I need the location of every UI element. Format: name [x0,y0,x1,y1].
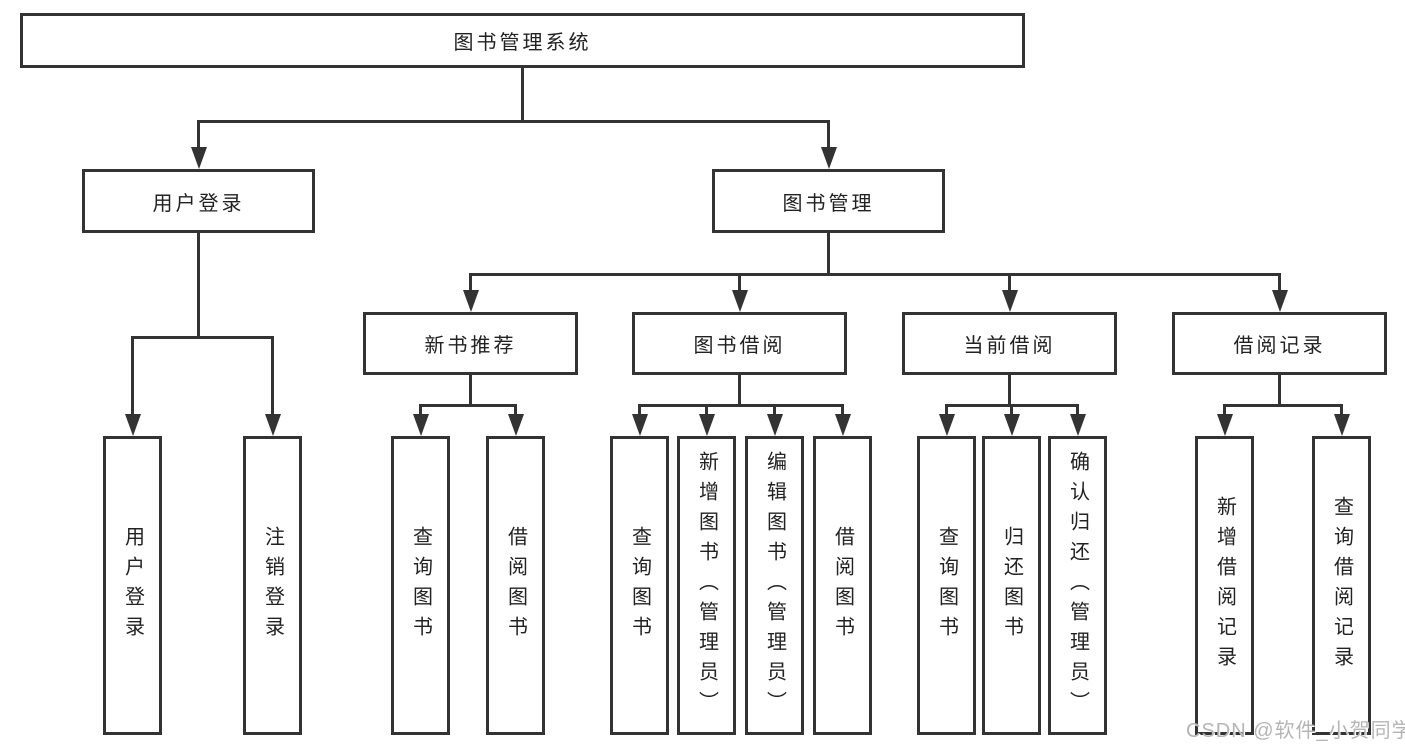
leaf-borrow-books: 借阅图书 [813,436,872,735]
arrowhead-down-icon [1216,414,1233,436]
leaf-add-books-admin: 新增图书（管理员） [677,436,736,735]
connector-drop [841,404,844,416]
connector-drop-records [1278,273,1281,292]
leaf-label: 新增借阅记录 [1213,495,1236,676]
connector-drop-new-rec [469,273,472,292]
leaf-query-books-borrowing: 查询图书 [610,436,669,735]
node-user-login: 用户登录 [82,169,315,233]
leaf-add-borrow-record: 新增借阅记录 [1195,436,1254,735]
leaf-query-borrow-record: 查询借阅记录 [1312,436,1371,735]
arrowhead-down-icon [124,414,141,436]
leaf-label: 归还图书 [1000,525,1023,646]
leaf-query-books-current: 查询图书 [917,436,976,735]
connector-drop [773,404,776,416]
arrowhead-down-icon [938,414,955,436]
node-current-borrowing: 当前借阅 [902,312,1117,375]
arrowhead-down-icon [820,147,837,169]
connector-drop-user-login [197,120,200,148]
arrowhead-down-icon [698,414,715,436]
connector-drop [705,404,708,416]
leaf-edit-books-admin: 编辑图书（管理员） [745,436,804,735]
arrowhead-down-icon [412,414,429,436]
node-new-book-recommend: 新书推荐 [363,312,578,375]
connector-drop-book-mgmt [827,120,830,148]
node-root-system: 图书管理系统 [20,13,1025,68]
leaf-label: 查询借阅记录 [1330,495,1353,676]
connector-records-stem [1278,375,1281,406]
connector-drop-borrowing [738,273,741,292]
arrowhead-down-icon [507,414,524,436]
connector-drop-current [1008,273,1011,292]
leaf-label: 编辑图书（管理员） [763,450,786,721]
connector-drop [945,404,948,416]
leaf-confirm-return-admin: 确认归还（管理员） [1048,436,1107,735]
connector-drop [419,404,422,416]
leaf-label: 新增图书（管理员） [695,450,718,721]
leaf-return-books: 归还图书 [982,436,1041,735]
arrowhead-down-icon [1003,414,1020,436]
connector-root-hline [197,120,830,123]
connector-drop [514,404,517,416]
connector-current-stem [1008,375,1011,406]
connector-borrowing-hline [638,404,844,407]
arrowhead-down-icon [1001,290,1018,312]
connector-drop-leaf-logout [271,336,274,416]
arrowhead-down-icon [1069,414,1086,436]
arrowhead-down-icon [731,290,748,312]
connector-borrowing-stem [738,375,741,406]
arrowhead-down-icon [264,414,281,436]
leaf-label: 查询图书 [935,525,958,646]
connector-drop [1076,404,1079,416]
leaf-label: 查询图书 [409,525,432,646]
arrowhead-down-icon [190,147,207,169]
leaf-label: 借阅图书 [831,525,854,646]
connector-book-mgmt-hline [469,273,1281,276]
connector-drop [1010,404,1013,416]
arrowhead-down-icon [631,414,648,436]
csdn-watermark: CSDN @软件_小贺同学 [1186,720,1405,742]
leaf-user-login: 用户登录 [103,436,162,735]
connector-book-mgmt-stem [827,233,830,274]
connector-drop [638,404,641,416]
leaf-borrow-books-recommend: 借阅图书 [486,436,545,735]
leaf-label: 注销登录 [261,525,284,646]
connector-new-rec-stem [469,375,472,406]
arrowhead-down-icon [766,414,783,436]
leaf-label: 借阅图书 [504,525,527,646]
leaf-label: 查询图书 [628,525,651,646]
node-book-borrowing: 图书借阅 [632,312,847,375]
leaf-query-books-recommend: 查询图书 [391,436,450,735]
connector-records-hline [1223,404,1343,407]
arrowhead-down-icon [1333,414,1350,436]
arrowhead-down-icon [834,414,851,436]
arrowhead-down-icon [1271,290,1288,312]
connector-new-rec-hline [419,404,517,407]
connector-drop [1223,404,1226,416]
connector-user-login-hline [131,336,274,339]
node-book-management: 图书管理 [712,169,945,233]
connector-root-stem [521,68,524,121]
connector-drop [1340,404,1343,416]
leaf-logout: 注销登录 [243,436,302,735]
connector-user-login-stem [197,233,200,337]
leaf-label: 用户登录 [121,525,144,646]
leaf-label: 确认归还（管理员） [1066,450,1089,721]
connector-drop-leaf-login [131,336,134,416]
arrowhead-down-icon [462,290,479,312]
node-borrowing-records: 借阅记录 [1172,312,1387,375]
